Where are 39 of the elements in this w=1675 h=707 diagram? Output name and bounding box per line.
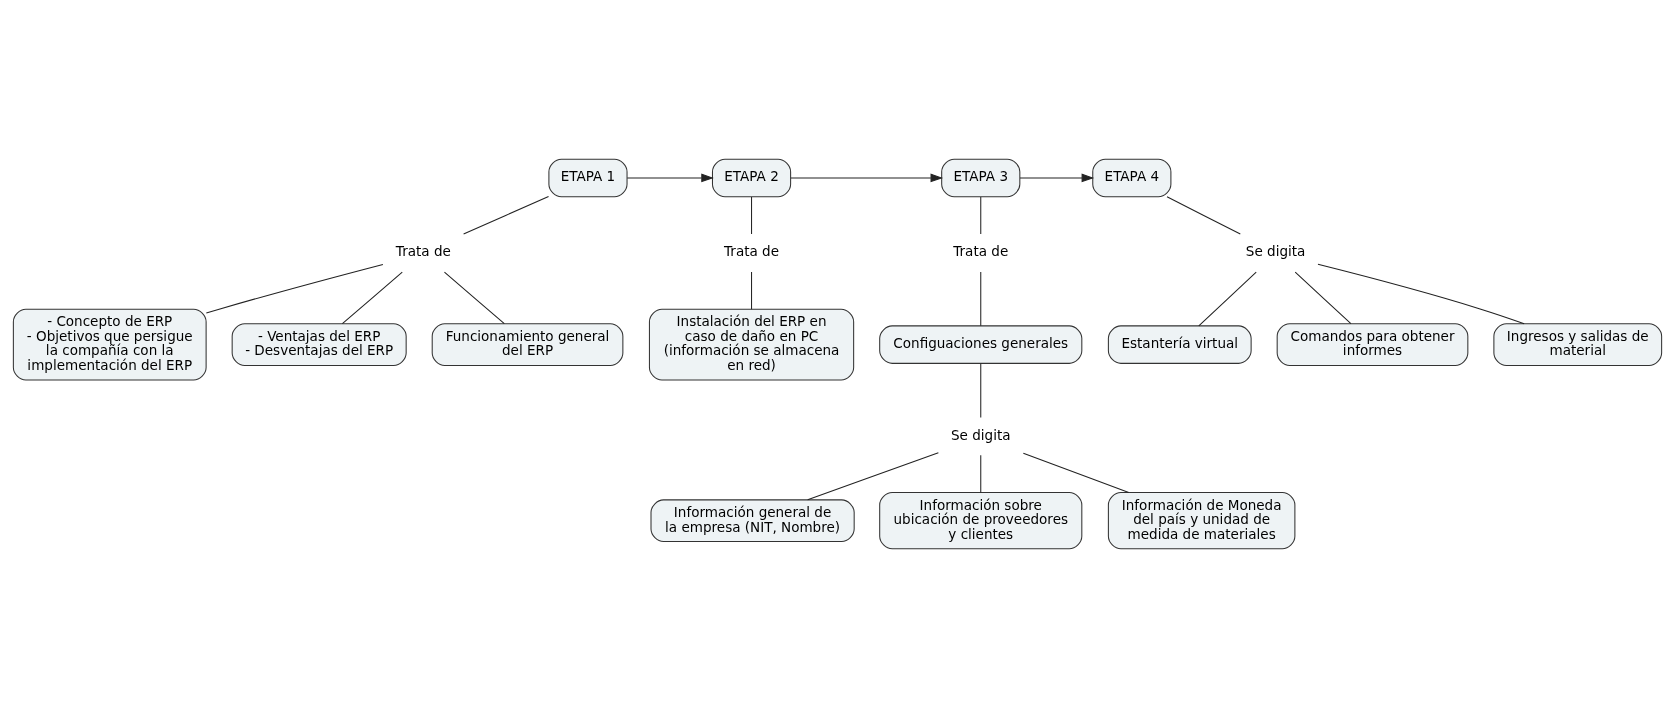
node-box: Información general de la empresa (NIT, Nombre) — [650, 498, 855, 542]
node-box: - Ventajas del ERP - Desventajas del ERP — [231, 322, 407, 366]
connector — [341, 271, 403, 324]
node-box: Funcionamiento general del ERP — [431, 322, 624, 366]
arrow — [626, 173, 714, 182]
connector — [463, 195, 550, 235]
node-box: Estantería virtual — [1107, 324, 1252, 364]
connector — [205, 263, 384, 313]
node-text: Trata de — [724, 242, 780, 259]
node-box: ETAPA 2 — [711, 158, 792, 197]
connector — [1166, 195, 1241, 234]
arrow — [1019, 173, 1095, 182]
connector — [751, 195, 753, 235]
connector — [443, 271, 505, 324]
connector — [1294, 271, 1352, 324]
connector — [751, 271, 753, 310]
node-box: ETAPA 4 — [1092, 158, 1172, 197]
node-box: Instalación del ERP en caso de daño en PC (información se almacena en red) — [648, 308, 855, 381]
arrow — [790, 173, 944, 182]
node-text: Trata de — [395, 242, 451, 259]
connector — [1198, 271, 1257, 326]
connector — [980, 271, 982, 326]
node-text: Trata de — [953, 242, 1009, 259]
node-box: ETAPA 3 — [941, 158, 1021, 197]
node-box: Configuaciones generales — [879, 324, 1083, 364]
node-box: Información de Moneda del país y unidad de medida de materiales — [1107, 491, 1296, 549]
connector — [980, 362, 982, 418]
connector — [1022, 452, 1130, 493]
node-box: Comandos para obtener informes — [1276, 322, 1469, 366]
node-box: - Concepto de ERP - Objetivos que persigue la compañía con la implementación del ERP — [12, 308, 207, 381]
connector — [980, 195, 982, 235]
node-box: Información sobre ubicación de proveedores y clientes — [879, 491, 1083, 549]
node-text: Se digita — [1245, 242, 1306, 259]
connector — [1317, 263, 1525, 324]
node-box: Ingresos y salidas de material — [1493, 322, 1663, 366]
connector — [980, 454, 982, 493]
node-box: ETAPA 1 — [548, 158, 628, 197]
node-text: Se digita — [951, 426, 1011, 443]
connector — [807, 451, 939, 500]
